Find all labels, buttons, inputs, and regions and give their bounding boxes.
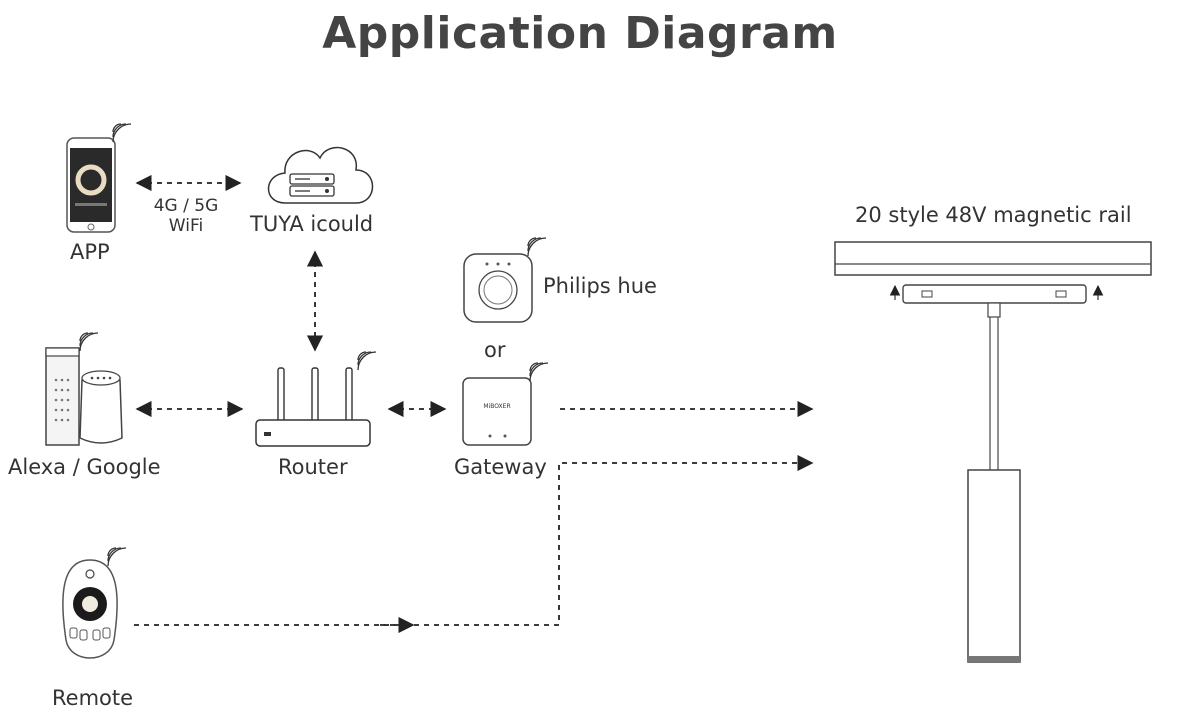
network-label-line2: WiFi [168,216,204,236]
app-label: APP [70,240,110,264]
router-label: Router [278,455,348,479]
network-label: 4G / 5G WiFi [140,196,232,236]
gateway-brand-mark: MiBOXER [483,403,510,410]
magnetic-rail-icon [834,241,1152,663]
remote-label: Remote [52,686,134,710]
cloud-icon [267,146,374,204]
remote-control-icon [62,547,127,659]
rail-label: 20 style 48V magnetic rail [855,203,1132,227]
page-title: Application Diagram [322,8,838,59]
or-label: or [484,338,506,362]
alexa-google-label: Alexa / Google [8,455,161,479]
cloud-label: TUYA icould [250,212,374,236]
phone-icon [66,123,132,233]
philips-hue-label: Philips hue [543,274,657,298]
network-label-line1: 4G / 5G [153,196,219,216]
philips-hue-icon [463,237,547,323]
gateway-icon: MiBOXER [462,362,549,446]
smart-speaker-icon [45,332,123,446]
router-icon [255,351,377,447]
gateway-label: Gateway [454,455,547,479]
connector-remote-light [134,454,814,626]
